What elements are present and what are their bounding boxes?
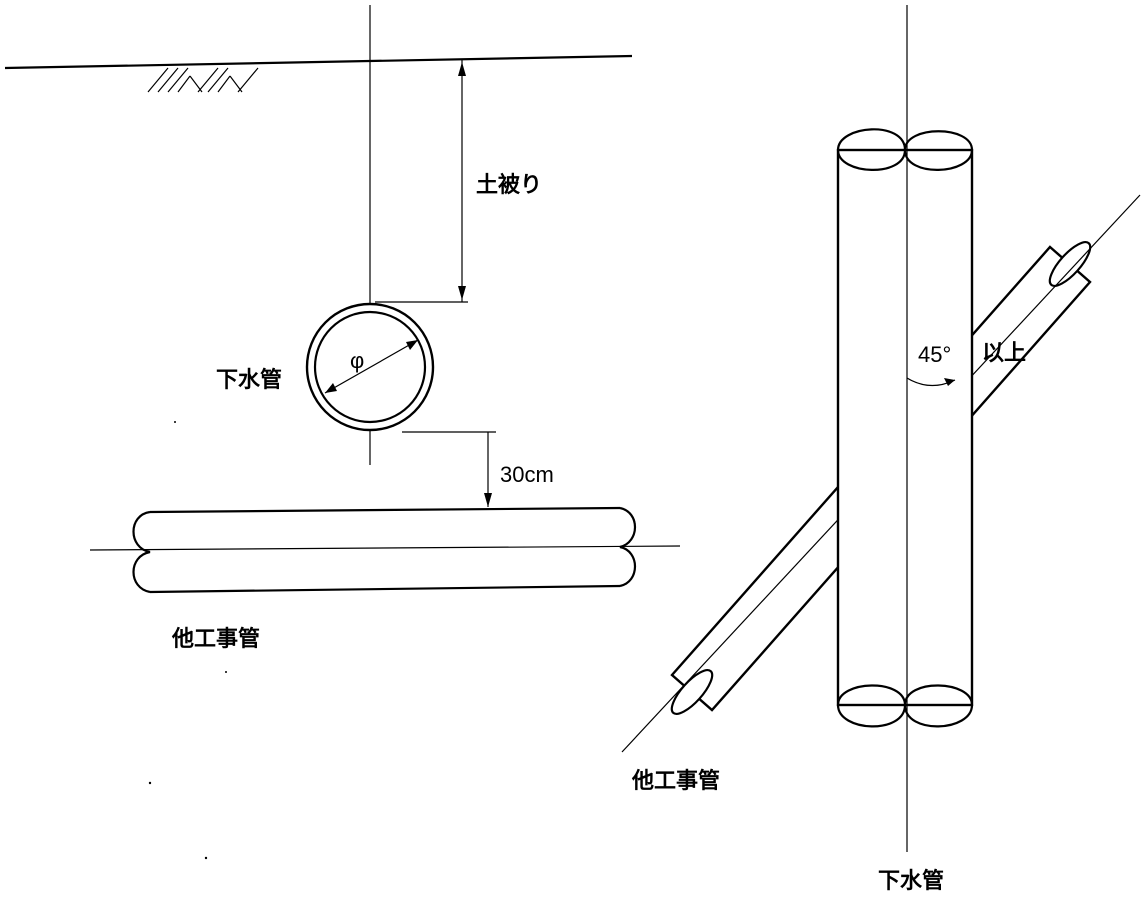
other-pipe-label-right: 他工事管 (631, 768, 720, 794)
angle-suffix-label: 以上 (982, 341, 1026, 366)
diameter-line (324, 339, 419, 394)
sewer-label-left: 下水管 (216, 367, 282, 393)
clearance-arrow-bottom (484, 493, 492, 507)
sewer-label-right: 下水管 (878, 868, 944, 894)
plan-view: 45° 以上 他工事管 下水管 (621, 5, 1141, 894)
cover-arrow-bottom (458, 286, 466, 300)
clearance-label: 30cm (500, 462, 554, 487)
angle-label: 45° (918, 342, 951, 367)
sewer-pipe-vertical (836, 128, 974, 728)
ground-hatch (147, 67, 259, 93)
diameter-symbol: φ (350, 348, 364, 373)
ground-line (4, 54, 633, 70)
other-pipe-centerline (89, 545, 681, 551)
scan-specks (148, 421, 227, 860)
cover-arrow-top (458, 62, 466, 76)
section-view: 土被り φ 下水管 30cm 他工事管 (4, 5, 681, 652)
other-pipe-label-left: 他工事管 (171, 626, 260, 652)
cover-label: 土被り (476, 173, 542, 198)
other-pipe-horizontal (132, 506, 636, 594)
sewer-pipe-section (305, 302, 435, 432)
